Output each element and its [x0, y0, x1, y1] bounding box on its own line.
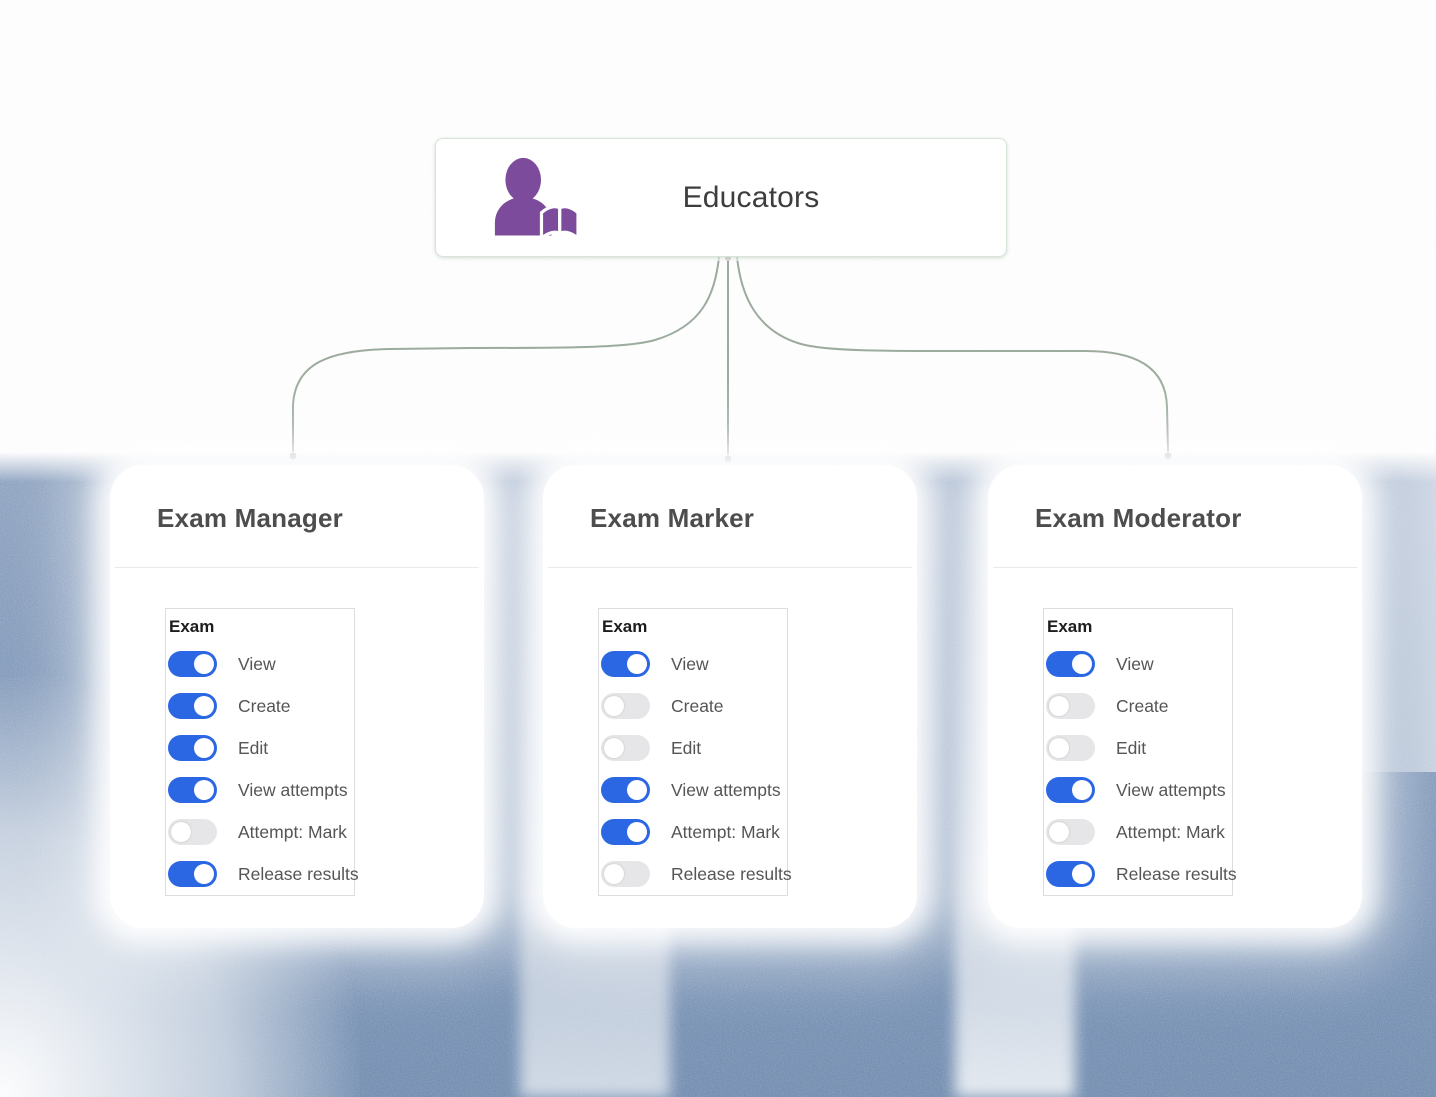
toggle-knob	[604, 738, 624, 758]
card-header: Exam Moderator	[993, 470, 1357, 568]
toggle-knob	[604, 696, 624, 716]
card-exam-moderator: Exam Moderator Exam View Create Edit Vie…	[993, 470, 1357, 923]
label-view: View	[1116, 653, 1154, 674]
toggle-knob	[1049, 822, 1069, 842]
toggle-knob	[627, 822, 647, 842]
toggle-view-attempts[interactable]	[1046, 777, 1095, 803]
section-label: Exam	[602, 617, 648, 636]
label-view: View	[671, 653, 709, 674]
label-attempt-mark: Attempt: Mark	[238, 821, 347, 842]
card-body: Exam View Create Edit View attempts Atte…	[993, 568, 1357, 896]
label-create: Create	[671, 695, 724, 716]
label-edit: Edit	[671, 737, 702, 758]
toggle-attempt-mark[interactable]	[1046, 819, 1095, 845]
card-title: Exam Marker	[590, 503, 755, 533]
label-edit: Edit	[238, 737, 269, 758]
toggle-create[interactable]	[168, 693, 217, 719]
label-view-attempts: View attempts	[238, 779, 348, 800]
toggle-knob	[1072, 864, 1092, 884]
label-release-results: Release results	[1116, 863, 1237, 884]
label-attempt-mark: Attempt: Mark	[1116, 821, 1225, 842]
toggle-release-results[interactable]	[168, 861, 217, 887]
toggle-edit[interactable]	[601, 735, 650, 761]
permissions-panel: Exam View Create Edit View attempts Atte…	[165, 608, 359, 896]
toggle-knob	[627, 780, 647, 800]
toggle-knob	[194, 738, 214, 758]
permission-rows: View Create Edit View attempts Attempt: …	[168, 643, 359, 895]
toggle-attempt-mark[interactable]	[601, 819, 650, 845]
permission-row: Attempt: Mark	[168, 811, 354, 853]
label-create: Create	[1116, 695, 1169, 716]
label-release-results: Release results	[238, 863, 359, 884]
toggle-view-attempts[interactable]	[601, 777, 650, 803]
permission-row: Attempt: Mark	[601, 811, 787, 853]
edge-fade	[1346, 452, 1436, 772]
section-label: Exam	[169, 617, 215, 636]
permission-row: View attempts	[168, 769, 354, 811]
card-title: Exam Manager	[157, 503, 343, 533]
toggle-knob	[194, 864, 214, 884]
permission-row: View attempts	[601, 769, 787, 811]
label-view-attempts: View attempts	[671, 779, 781, 800]
label-attempt-mark: Attempt: Mark	[671, 821, 780, 842]
permission-row: Create	[1046, 685, 1232, 727]
card-body: Exam View Create Edit View attempts Atte…	[548, 568, 912, 896]
permissions-panel: Exam View Create Edit View attempts Atte…	[1043, 608, 1237, 896]
toggle-edit[interactable]	[1046, 735, 1095, 761]
permission-row: Release results	[1046, 853, 1237, 895]
toggle-knob	[1049, 696, 1069, 716]
permission-row: Create	[168, 685, 354, 727]
toggle-knob	[194, 654, 214, 674]
permission-rows: View Create Edit View attempts Attempt: …	[601, 643, 792, 895]
card-exam-marker: Exam Marker Exam View Create Edit View a…	[548, 470, 912, 923]
toggle-release-results[interactable]	[1046, 861, 1095, 887]
section-label: Exam	[1047, 617, 1093, 636]
permission-row: View attempts	[1046, 769, 1232, 811]
label-view: View	[238, 653, 276, 674]
label-edit: Edit	[1116, 737, 1147, 758]
permission-row: Edit	[168, 727, 354, 769]
label-release-results: Release results	[671, 863, 792, 884]
permissions-panel: Exam View Create Edit View attempts Atte…	[598, 608, 792, 896]
toggle-knob	[1049, 738, 1069, 758]
toggle-view[interactable]	[168, 651, 217, 677]
permission-row: View	[601, 643, 787, 685]
permission-row: Edit	[1046, 727, 1232, 769]
permission-row: View	[1046, 643, 1232, 685]
toggle-view[interactable]	[601, 651, 650, 677]
label-view-attempts: View attempts	[1116, 779, 1226, 800]
permission-row: Edit	[601, 727, 787, 769]
toggle-knob	[194, 696, 214, 716]
permission-row: View	[168, 643, 354, 685]
toggle-knob	[1072, 654, 1092, 674]
toggle-create[interactable]	[1046, 693, 1095, 719]
toggle-knob	[194, 780, 214, 800]
toggle-release-results[interactable]	[601, 861, 650, 887]
card-header: Exam Manager	[115, 470, 479, 568]
card-header: Exam Marker	[548, 470, 912, 568]
card-title: Exam Moderator	[1035, 503, 1242, 533]
toggle-knob	[1072, 780, 1092, 800]
toggle-knob	[627, 654, 647, 674]
permission-row: Release results	[601, 853, 792, 895]
permission-row: Create	[601, 685, 787, 727]
toggle-view[interactable]	[1046, 651, 1095, 677]
card-body: Exam View Create Edit View attempts Atte…	[115, 568, 479, 896]
card-exam-manager: Exam Manager Exam View Create Edit View …	[115, 470, 479, 923]
label-create: Create	[238, 695, 291, 716]
toggle-create[interactable]	[601, 693, 650, 719]
permission-rows: View Create Edit View attempts Attempt: …	[1046, 643, 1237, 895]
toggle-attempt-mark[interactable]	[168, 819, 217, 845]
toggle-knob	[604, 864, 624, 884]
toggle-edit[interactable]	[168, 735, 217, 761]
permission-row: Attempt: Mark	[1046, 811, 1232, 853]
toggle-view-attempts[interactable]	[168, 777, 217, 803]
toggle-knob	[171, 822, 191, 842]
permission-row: Release results	[168, 853, 359, 895]
